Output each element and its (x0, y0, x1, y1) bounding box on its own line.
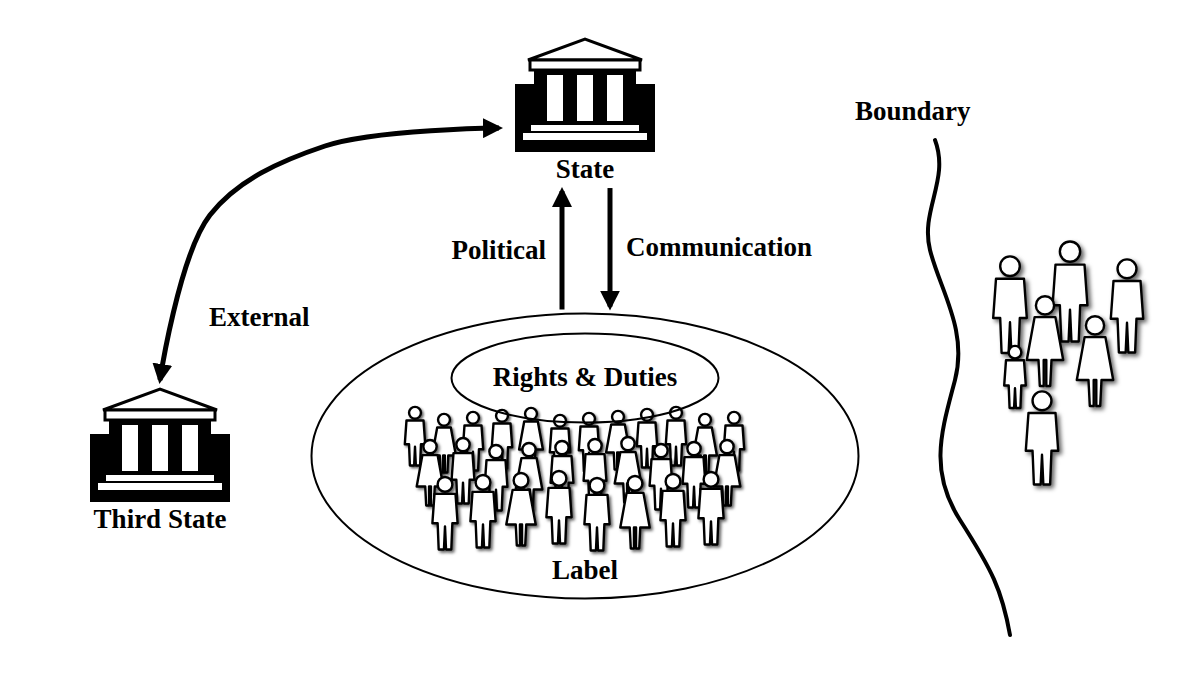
node-label: Label (552, 555, 618, 586)
person-figure (1111, 259, 1143, 352)
person-figure (506, 473, 535, 545)
person-head (423, 440, 436, 453)
person-figure (698, 472, 723, 544)
person-head (621, 437, 634, 450)
person-body (993, 279, 1027, 353)
state-node: State (505, 36, 665, 185)
ellipse-node: Label Rights & Duties (310, 312, 860, 600)
person-body (506, 490, 535, 546)
person-figure (1077, 316, 1113, 406)
state-node: Third State (60, 386, 260, 535)
person-head (590, 478, 605, 493)
person-body (1027, 317, 1063, 386)
crowd-outside (993, 241, 1143, 484)
person-body (1111, 281, 1143, 353)
person-head (720, 440, 733, 453)
person-head (588, 439, 601, 452)
person-head (489, 445, 502, 458)
person-head (699, 414, 711, 426)
crowd-inside (405, 407, 744, 551)
person-body (620, 493, 649, 549)
person-figure (546, 471, 571, 543)
person-body (1004, 360, 1026, 408)
person-figure (470, 475, 495, 547)
person-body (546, 488, 571, 544)
person-body (660, 491, 685, 547)
node-label: Third State (94, 504, 227, 535)
person-body (698, 489, 723, 545)
person-figure (660, 474, 685, 546)
boundary-line (928, 140, 1010, 635)
building-icon (85, 386, 235, 504)
person-head (438, 477, 453, 492)
person-body (432, 494, 457, 550)
boundary-label: Boundary (855, 96, 971, 127)
person-head (728, 412, 740, 424)
person-head (438, 414, 450, 426)
person-head (1060, 241, 1080, 261)
arrow-connector (560, 191, 565, 309)
person-figure (584, 478, 609, 550)
person-head (1033, 391, 1052, 410)
edge-label: External (207, 302, 312, 333)
building-icon (510, 36, 660, 154)
person-figure (666, 407, 686, 466)
person-figure (1004, 346, 1026, 408)
person-head (409, 407, 421, 419)
person-head (666, 474, 681, 489)
person-body (1077, 337, 1113, 406)
person-head (1000, 256, 1020, 276)
person-body (470, 492, 495, 548)
person-figure (1026, 391, 1058, 484)
person-head (1009, 346, 1022, 359)
node-label: State (556, 154, 614, 185)
person-figure (620, 476, 649, 548)
person-figure (1027, 296, 1063, 386)
arrow-connector (160, 128, 499, 380)
person-head (476, 475, 491, 490)
person-body (1026, 413, 1058, 485)
person-head (1118, 259, 1137, 278)
person-head (1086, 316, 1104, 334)
person-body (584, 495, 609, 551)
person-head (1036, 296, 1054, 314)
person-figure (432, 477, 457, 549)
person-head (687, 442, 700, 455)
person-head (456, 438, 469, 451)
person-head (654, 444, 667, 457)
person-head (522, 443, 535, 456)
edge-label: Political (450, 235, 548, 266)
edge-label: Communication (624, 232, 814, 263)
person-head (514, 473, 529, 488)
person-head (467, 412, 479, 424)
person-head (552, 471, 567, 486)
person-head (555, 441, 568, 454)
node-label: Rights & Duties (493, 362, 678, 393)
person-figure (993, 256, 1027, 353)
person-head (628, 476, 643, 491)
arrow-connector (608, 188, 613, 307)
ellipse-node: Rights & Duties (450, 332, 720, 424)
person-head (704, 472, 719, 487)
